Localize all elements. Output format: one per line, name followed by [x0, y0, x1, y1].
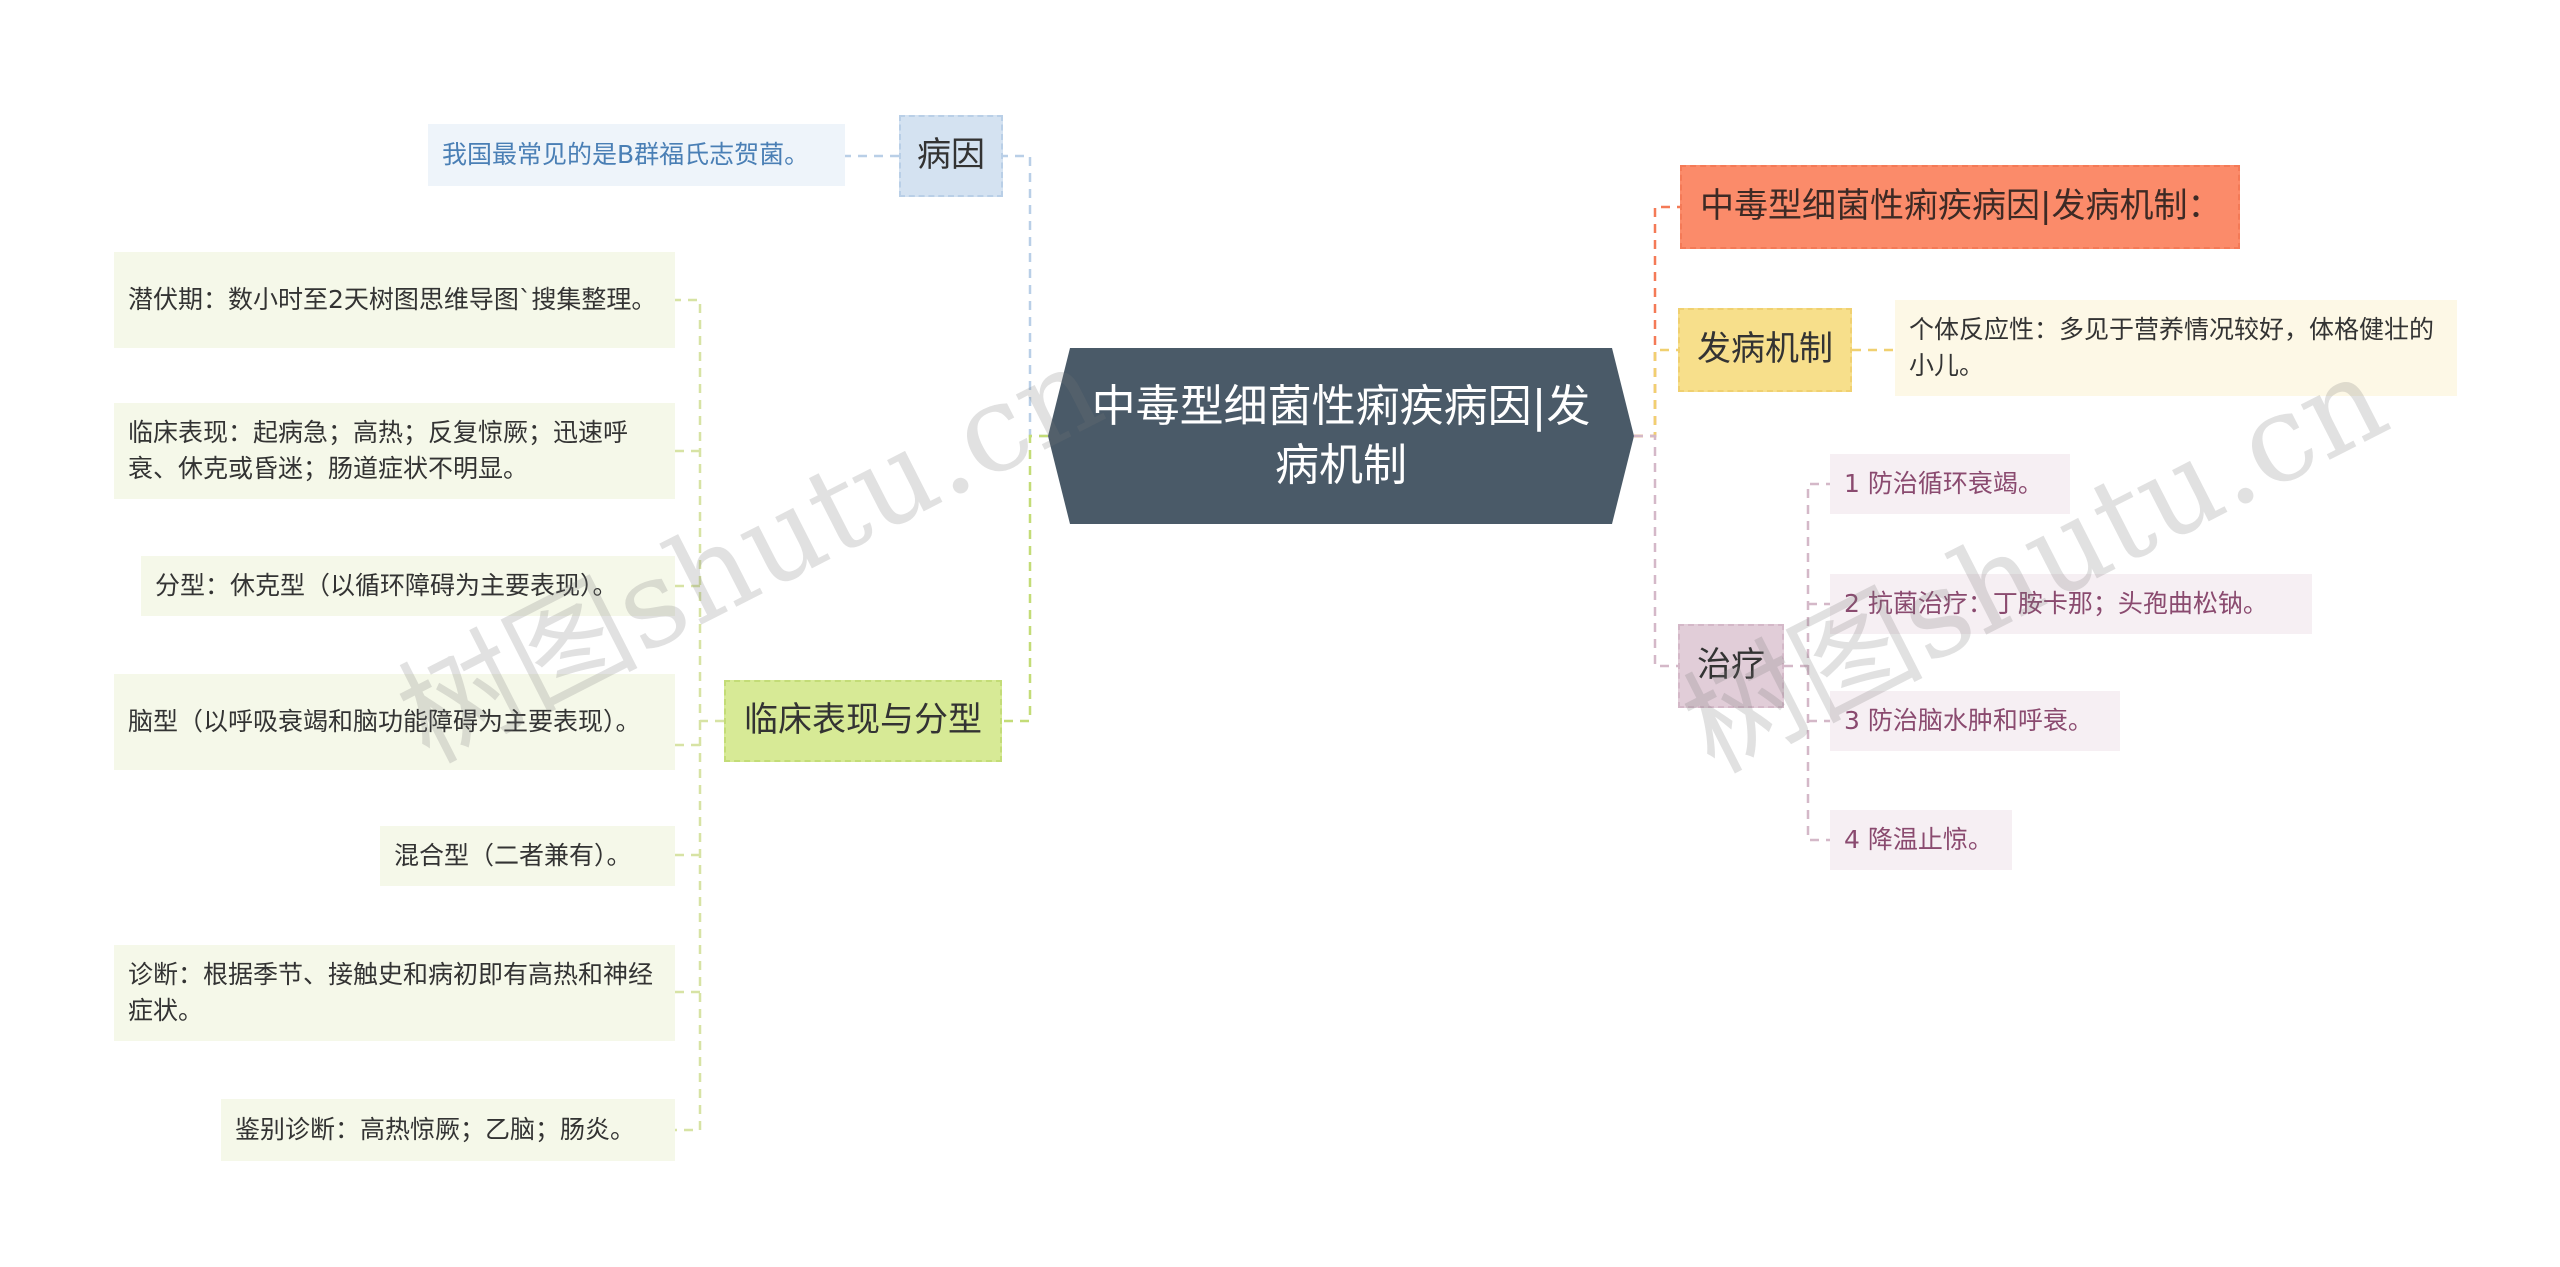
leaf-text: 鉴别诊断：高热惊厥；乙脑；肠炎。 — [235, 1114, 636, 1144]
connector-treat-trunk — [1784, 482, 1830, 842]
branch-title[interactable]: 中毒型细菌性痢疾病因|发病机制： — [1680, 165, 2240, 249]
connector-clinical-trunk — [675, 298, 724, 1132]
leaf-treatment-1[interactable]: 1 防治循环衰竭。 — [1830, 454, 2070, 514]
leaf-text: 临床表现：起病急；高热；反复惊厥；迅速呼衰、休克或昏迷；肠道症状不明显。 — [128, 417, 629, 483]
branch-treatment-label: 治疗 — [1697, 645, 1765, 686]
branch-title-label: 中毒型细菌性痢疾病因|发病机制： — [1700, 186, 2222, 227]
leaf-text: 潜伏期：数小时至2天树图思维导图`搜集整理。 — [128, 284, 657, 314]
leaf-text: 混合型（二者兼有）。 — [394, 840, 632, 870]
leaf-text: 4 降温止惊。 — [1844, 824, 1993, 854]
branch-cause[interactable]: 病因 — [899, 115, 1003, 197]
connector-center-treat — [1634, 434, 1678, 668]
leaf-text: 3 防治脑水肿和呼衰。 — [1844, 705, 2093, 735]
central-topic-label: 中毒型细菌性痢疾病因|发病机制 — [1091, 380, 1591, 491]
connector-center-title — [1634, 205, 1680, 438]
central-topic[interactable]: 中毒型细菌性痢疾病因|发病机制 — [1048, 348, 1634, 524]
leaf-clinical-3[interactable]: 分型：休克型（以循环障碍为主要表现）。 — [141, 556, 675, 616]
leaf-text: 个体反应性：多见于营养情况较好，体格健壮的小儿。 — [1909, 314, 2435, 380]
leaf-clinical-5[interactable]: 混合型（二者兼有）。 — [380, 826, 675, 886]
leaf-text: 2 抗菌治疗：丁胺卡那；头孢曲松钠。 — [1844, 588, 2268, 618]
leaf-text: 我国最常见的是B群福氏志贺菌。 — [442, 139, 810, 169]
branch-treatment[interactable]: 治疗 — [1678, 624, 1784, 708]
leaf-text: 分型：休克型（以循环障碍为主要表现）。 — [155, 570, 618, 600]
leaf-clinical-1[interactable]: 潜伏期：数小时至2天树图思维导图`搜集整理。 — [114, 252, 675, 348]
connector-center-clinical — [1002, 434, 1048, 723]
leaf-clinical-6[interactable]: 诊断：根据季节、接触史和病初即有高热和神经症状。 — [114, 945, 675, 1041]
branch-clinical[interactable]: 临床表现与分型 — [724, 680, 1002, 762]
leaf-treatment-2[interactable]: 2 抗菌治疗：丁胺卡那；头孢曲松钠。 — [1830, 574, 2312, 634]
branch-mechanism[interactable]: 发病机制 — [1678, 308, 1852, 392]
leaf-cause-1[interactable]: 我国最常见的是B群福氏志贺菌。 — [428, 124, 845, 186]
connector-center-cause — [1003, 154, 1048, 438]
branch-clinical-label: 临床表现与分型 — [744, 700, 982, 741]
leaf-treatment-4[interactable]: 4 降温止惊。 — [1830, 810, 2012, 870]
leaf-mechanism-1[interactable]: 个体反应性：多见于营养情况较好，体格健壮的小儿。 — [1895, 300, 2457, 396]
leaf-treatment-3[interactable]: 3 防治脑水肿和呼衰。 — [1830, 691, 2120, 751]
leaf-clinical-4[interactable]: 脑型（以呼吸衰竭和脑功能障碍为主要表现）。 — [114, 674, 675, 770]
connector-center-mech — [1634, 348, 1678, 438]
leaf-text: 诊断：根据季节、接触史和病初即有高热和神经症状。 — [128, 959, 654, 1025]
leaf-clinical-7[interactable]: 鉴别诊断：高热惊厥；乙脑；肠炎。 — [221, 1099, 675, 1161]
leaf-clinical-2[interactable]: 临床表现：起病急；高热；反复惊厥；迅速呼衰、休克或昏迷；肠道症状不明显。 — [114, 403, 675, 499]
leaf-text: 脑型（以呼吸衰竭和脑功能障碍为主要表现）。 — [128, 706, 641, 736]
branch-mechanism-label: 发病机制 — [1697, 329, 1833, 370]
leaf-text: 1 防治循环衰竭。 — [1844, 468, 2043, 498]
branch-cause-label: 病因 — [917, 135, 985, 176]
central-topic-shape — [1048, 348, 1634, 524]
